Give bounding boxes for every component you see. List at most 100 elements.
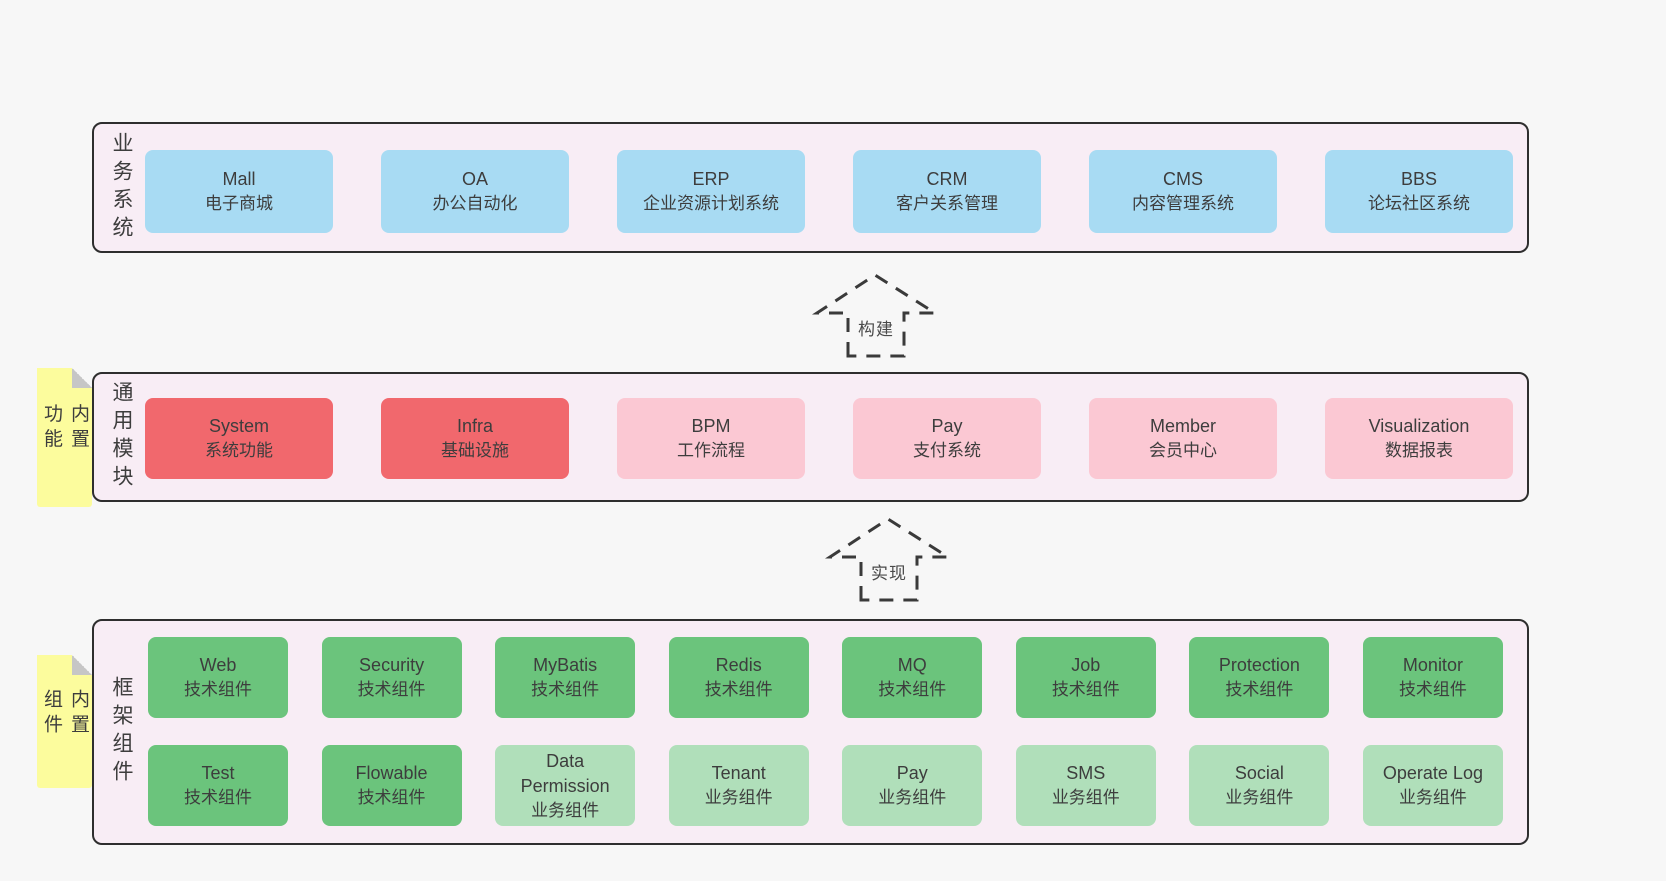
box-title: BBS xyxy=(1400,169,1438,189)
box-bbs: BBS 论坛社区系统 xyxy=(1325,150,1513,233)
box-subtitle: 办公自动化 xyxy=(432,194,518,213)
box-title: Monitor xyxy=(1402,655,1463,675)
box-title: OA xyxy=(461,169,488,189)
box-subtitle: 技术组件 xyxy=(878,680,947,699)
box-pay-module: Pay 支付系统 xyxy=(853,398,1041,479)
box-oa: OA 办公自动化 xyxy=(381,150,569,233)
box-data-permission: Data Permission 业务组件 xyxy=(495,745,636,826)
layer-framework-title: 框架组件 xyxy=(110,676,133,788)
box-title: Infra xyxy=(456,416,494,436)
box-cms: CMS 内容管理系统 xyxy=(1089,150,1277,233)
box-title: MQ xyxy=(897,655,927,675)
box-infra: Infra 基础设施 xyxy=(381,398,569,479)
box-subtitle: 论坛社区系统 xyxy=(1368,194,1470,213)
note-built-in-features: 内置功能 xyxy=(37,368,92,507)
box-subtitle: 技术组件 xyxy=(184,788,252,807)
box-subtitle: 电子商城 xyxy=(205,194,273,213)
box-title: Operate Log xyxy=(1382,763,1483,783)
box-title: Flowable xyxy=(355,763,428,783)
box-subtitle: 业务组件 xyxy=(1398,788,1467,807)
box-subtitle: 系统功能 xyxy=(205,441,273,460)
box-subtitle: 工作流程 xyxy=(677,441,745,460)
box-web: Web 技术组件 xyxy=(148,637,288,718)
box-member: Member 会员中心 xyxy=(1089,398,1277,479)
note-built-in-components: 内置组件 xyxy=(37,655,92,788)
framework-box-row-2: Test 技术组件 Flowable 技术组件 Data Permission … xyxy=(148,745,1503,826)
business-box-row: Mall 电子商城 OA 办公自动化 ERP 企业资源计划系统 CRM 客户关系… xyxy=(145,150,1513,233)
layer-modules-title: 通用模块 xyxy=(110,381,133,493)
box-subtitle: 业务组件 xyxy=(1051,788,1120,807)
arrow-implement-icon xyxy=(809,516,969,606)
folded-corner-icon xyxy=(72,655,92,675)
box-erp: ERP 企业资源计划系统 xyxy=(617,150,805,233)
layer-business-title: 业务系统 xyxy=(110,131,133,244)
box-sms: SMS 业务组件 xyxy=(1015,745,1156,826)
box-social: Social 业务组件 xyxy=(1189,745,1330,826)
box-subtitle: 技术组件 xyxy=(357,788,426,807)
box-subtitle: 业务组件 xyxy=(531,800,600,820)
layer-business-systems: 业务系统 Mall 电子商城 OA 办公自动化 ERP 企业资源计划系统 CRM… xyxy=(92,122,1529,253)
layer-framework-components: 框架组件 Web 技术组件 Security 技术组件 MyBatis 技术组件… xyxy=(92,619,1529,845)
box-title: Pay xyxy=(896,763,928,783)
framework-box-row-1: Web 技术组件 Security 技术组件 MyBatis 技术组件 Redi… xyxy=(148,637,1503,718)
box-subtitle: 客户关系管理 xyxy=(896,194,998,213)
box-subtitle: 企业资源计划系统 xyxy=(643,194,779,213)
box-title: Tenant xyxy=(711,763,766,783)
box-flowable: Flowable 技术组件 xyxy=(321,745,462,826)
box-visualization: Visualization 数据报表 xyxy=(1325,398,1513,479)
box-title: Job xyxy=(1071,655,1101,675)
box-subtitle: 业务组件 xyxy=(878,788,947,807)
box-title: BPM xyxy=(691,416,731,436)
box-title: ERP xyxy=(692,169,730,189)
box-subtitle: 基础设施 xyxy=(441,441,509,460)
box-title: Web xyxy=(199,655,237,675)
box-title: Test xyxy=(201,763,235,783)
box-redis: Redis 技术组件 xyxy=(668,637,809,718)
box-title: Mall xyxy=(222,169,256,189)
arrow-build-icon xyxy=(796,272,956,362)
box-title: Security xyxy=(359,655,425,675)
note-label: 内置组件 xyxy=(41,688,89,739)
box-title: CMS xyxy=(1163,169,1203,189)
box-security: Security 技术组件 xyxy=(321,637,462,718)
box-subtitle: 会员中心 xyxy=(1149,441,1217,460)
modules-box-row: System 系统功能 Infra 基础设施 BPM 工作流程 Pay 支付系统… xyxy=(145,398,1513,479)
box-subtitle: 技术组件 xyxy=(531,680,600,699)
box-subtitle: 技术组件 xyxy=(357,680,426,699)
box-title: MyBatis xyxy=(533,655,598,675)
arrow-implement-label: 实现 xyxy=(809,558,969,585)
box-subtitle: 技术组件 xyxy=(1398,680,1467,699)
box-title: Data Permission xyxy=(520,750,610,796)
layer-common-modules: 通用模块 System 系统功能 Infra 基础设施 BPM 工作流程 Pay… xyxy=(92,372,1529,502)
box-subtitle: 数据报表 xyxy=(1385,441,1453,460)
box-title: Member xyxy=(1149,416,1216,436)
folded-corner-icon xyxy=(72,368,92,388)
box-title: CRM xyxy=(926,169,968,189)
box-operate-log: Operate Log 业务组件 xyxy=(1362,745,1503,826)
box-bpm: BPM 工作流程 xyxy=(617,398,805,479)
box-crm: CRM 客户关系管理 xyxy=(853,150,1041,233)
arrow-build-label: 构建 xyxy=(796,314,956,341)
box-title: System xyxy=(208,416,269,436)
box-title: SMS xyxy=(1066,763,1106,783)
box-mq: MQ 技术组件 xyxy=(842,637,983,718)
box-title: Redis xyxy=(715,655,762,675)
box-monitor: Monitor 技术组件 xyxy=(1362,637,1503,718)
box-subtitle: 技术组件 xyxy=(704,680,773,699)
box-protection: Protection 技术组件 xyxy=(1189,637,1330,718)
box-mall: Mall 电子商城 xyxy=(145,150,333,233)
box-subtitle: 支付系统 xyxy=(913,441,981,460)
box-pay-component: Pay 业务组件 xyxy=(842,745,983,826)
box-title: Visualization xyxy=(1368,416,1470,436)
box-title: Protection xyxy=(1218,655,1300,675)
box-test: Test 技术组件 xyxy=(148,745,288,826)
box-title: Social xyxy=(1234,763,1284,783)
box-subtitle: 内容管理系统 xyxy=(1132,194,1234,213)
box-title: Pay xyxy=(931,416,963,436)
note-label: 内置功能 xyxy=(41,402,89,453)
box-system: System 系统功能 xyxy=(145,398,333,479)
box-subtitle: 业务组件 xyxy=(1225,788,1294,807)
box-subtitle: 技术组件 xyxy=(1225,680,1294,699)
box-subtitle: 技术组件 xyxy=(184,680,252,699)
